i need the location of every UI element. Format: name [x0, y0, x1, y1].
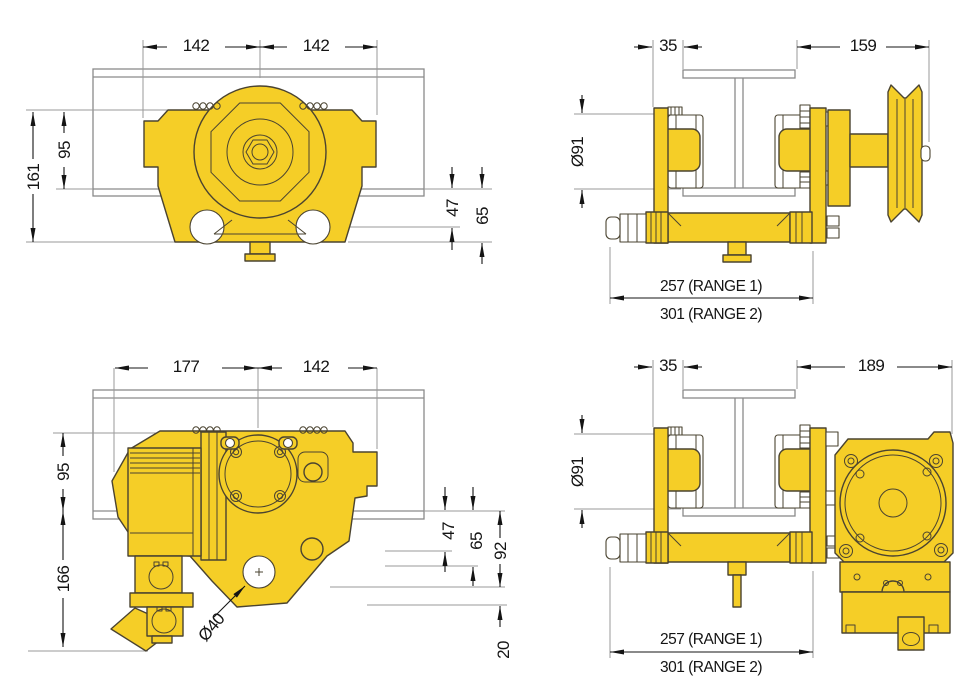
dim-wheel-diameter: Ø91	[568, 137, 587, 167]
center-hex-nut	[245, 139, 275, 165]
trolley-side	[605, 424, 954, 651]
axle-cap	[920, 145, 931, 162]
dim-92: 92	[491, 542, 510, 560]
dim-189: 189	[858, 356, 885, 375]
suspension-lugs	[220, 436, 298, 450]
dim-width-right: 142	[303, 36, 330, 55]
trolley-body	[143, 85, 377, 262]
cross-traverse	[667, 532, 791, 563]
chain-bracket	[110, 555, 194, 652]
dim-20: 20	[494, 641, 513, 659]
dim-wheel-diameter: Ø91	[568, 457, 587, 487]
extension-lines	[574, 40, 930, 304]
trolley-side	[605, 84, 931, 263]
dim-hole-diameter: Ø40	[194, 609, 228, 645]
handwheel-shaft	[849, 133, 889, 168]
bottom-tab	[249, 241, 271, 255]
dim-47: 47	[439, 522, 458, 540]
buffer-screw	[605, 211, 669, 244]
dim-height-upper: 95	[54, 463, 73, 481]
view-motor-trolley-side: 35 189 Ø91 257 (RANGE 1) 301 (RANGE 2)	[568, 356, 954, 676]
gear-motor	[834, 431, 954, 651]
dim-height-total: 161	[24, 164, 43, 191]
suspension-hole-right	[295, 209, 331, 245]
extension-lines	[26, 40, 492, 243]
dimensions: 177 142 95 166 47 65 92 20 Ø40	[54, 357, 513, 659]
chain-guide-roller	[300, 537, 324, 561]
bottom-tab	[727, 241, 747, 256]
bolt	[826, 215, 840, 227]
gearbox-flange-column	[200, 431, 227, 561]
dimensions: 35 159 Ø91 257 (RANGE 1) 301 (RANGE 2)	[568, 36, 929, 323]
bolt-boss	[303, 462, 323, 482]
buffer-screw	[605, 531, 669, 564]
spring-coils	[192, 426, 328, 434]
anchor-tab	[897, 616, 925, 651]
gearbox-cover	[218, 434, 298, 514]
extension-lines	[28, 368, 507, 652]
dim-35: 35	[659, 36, 677, 55]
bolt	[826, 227, 840, 239]
dimensions: 35 189 Ø91 257 (RANGE 1) 301 (RANGE 2)	[568, 356, 952, 676]
dim-65: 65	[467, 532, 486, 550]
octagon-plate	[210, 102, 310, 202]
dim-width-left: 177	[173, 357, 200, 376]
view-plain-trolley-front: 142 142 161 95 47 65	[24, 36, 492, 264]
dim-range-1: 257 (RANGE 1)	[660, 278, 762, 295]
bottom-tab	[727, 561, 747, 576]
handwheel-bracket	[827, 109, 851, 207]
bolt	[825, 431, 839, 447]
motor	[127, 447, 202, 557]
dim-width-left: 142	[183, 36, 210, 55]
dimensions: 142 142 161 95 47 65	[24, 36, 492, 264]
dim-range-1: 257 (RANGE 1)	[660, 631, 762, 648]
dim-range-2: 301 (RANGE 2)	[660, 306, 762, 323]
trolley-body	[110, 426, 378, 652]
dim-65: 65	[473, 207, 492, 225]
dim-width-right: 142	[303, 357, 330, 376]
beam-i-section	[682, 389, 796, 517]
dim-range-2: 301 (RANGE 2)	[660, 659, 762, 676]
cross-traverse	[667, 212, 791, 243]
suspension-hole-left	[189, 209, 225, 245]
dim-height-lower: 166	[54, 566, 73, 593]
dim-height-upper: 95	[55, 141, 74, 159]
view-plain-trolley-side: 35 159 Ø91 257 (RANGE 1) 301 (RANGE 2)	[568, 36, 931, 323]
motor-base-block	[841, 591, 951, 634]
dim-35: 35	[659, 356, 677, 375]
wheel-housing-circle	[193, 85, 327, 219]
beam-i-section	[682, 69, 796, 197]
drop-rod	[732, 574, 742, 608]
dim-47: 47	[443, 199, 462, 217]
spring-coils	[192, 102, 328, 110]
view-motor-trolley-front: 177 142 95 166 47 65 92 20 Ø40	[28, 357, 513, 659]
dim-159: 159	[850, 36, 877, 55]
